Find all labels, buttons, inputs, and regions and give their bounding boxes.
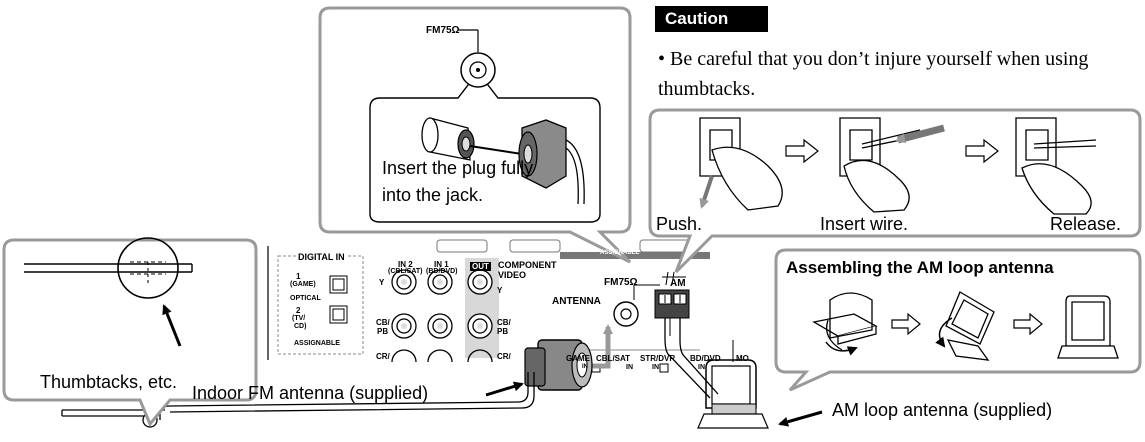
am-loop-antenna	[664, 318, 769, 429]
panel-in2-sub: (CBL/SAT)	[388, 268, 423, 275]
panel-assignable: ASSIGNABLE	[294, 340, 340, 347]
indoor-fm-callout: Indoor FM antenna (supplied)	[192, 383, 429, 403]
thumbtack-label: Thumbtacks, etc.	[40, 372, 178, 392]
panel-cb-right2: PB	[497, 327, 509, 336]
panel-optical: OPTICAL	[290, 295, 321, 302]
panel-component: COMPONENT	[498, 260, 557, 270]
panel-cbl-sat: CBL/SAT	[596, 354, 631, 363]
am-loop-arrow	[778, 410, 823, 427]
panel-in-bd: IN	[698, 364, 705, 371]
caution-title: Caution	[655, 6, 768, 32]
panel-cb-left1: CB/	[376, 318, 390, 327]
am-loop-callout: AM loop antenna (supplied)	[832, 400, 1053, 420]
panel-cb-right1: CB/	[497, 318, 511, 327]
fm-inset-balloon	[318, 6, 632, 264]
panel-assignable-top: ASSIGNABLE	[600, 250, 640, 256]
rear-panel	[234, 239, 734, 373]
panel-bd-dvd: BD/DVD	[690, 354, 721, 363]
panel-fm75: FM75Ω	[604, 277, 638, 288]
step-push-label: Push.	[656, 214, 703, 234]
wire-steps-balloon	[648, 108, 1142, 274]
fm-jack-label: FM75Ω	[426, 25, 460, 36]
indoor-fm-arrow	[485, 381, 524, 397]
panel-in1: IN 1	[434, 260, 449, 269]
fm-instruction-line2: into the jack.	[382, 185, 484, 205]
panel-video: VIDEO	[498, 270, 527, 280]
panel-in-str: IN	[652, 364, 659, 371]
am-assembly-balloon	[774, 248, 1142, 392]
panel-in-cbl: IN	[626, 364, 633, 371]
panel-y-left: Y	[379, 278, 385, 287]
panel-digital-in: DIGITAL IN	[296, 252, 347, 262]
panel-out: OUT	[470, 262, 491, 271]
panel-in-game: IN	[582, 364, 588, 370]
panel-antenna: ANTENNA	[552, 296, 601, 307]
panel-cr-left: CR/	[376, 352, 390, 361]
am-assembly-title: Assembling the AM loop antenna	[786, 258, 1054, 277]
step-release-label: Release.	[1050, 214, 1122, 234]
step-insert-label: Insert wire.	[820, 214, 909, 234]
panel-game-sub: (GAME)	[290, 281, 316, 288]
panel-cb-left2: PB	[377, 327, 389, 336]
panel-tvcd-sub2: CD)	[294, 323, 307, 330]
panel-in2: IN 2	[398, 260, 413, 269]
panel-tvcd-2: 2	[296, 306, 301, 315]
thumbtack-balloon	[2, 237, 258, 427]
panel-y-right: Y	[497, 286, 503, 295]
caution-text: • Be careful that you don’t injure yours…	[658, 48, 1089, 100]
panel-str-dvr: STR/DVR	[640, 354, 676, 363]
fm-instruction-line1: Insert the plug fully	[382, 158, 534, 178]
panel-game-1: 1	[296, 272, 301, 281]
panel-am: AM	[670, 278, 686, 289]
panel-game: GAME	[566, 354, 590, 363]
panel-mo: MO	[736, 354, 749, 363]
panel-cr-right: CR/	[497, 352, 511, 361]
panel-tvcd-sub1: (TV/	[292, 315, 306, 322]
panel-in1-sub: (BD/DVD)	[426, 268, 458, 275]
